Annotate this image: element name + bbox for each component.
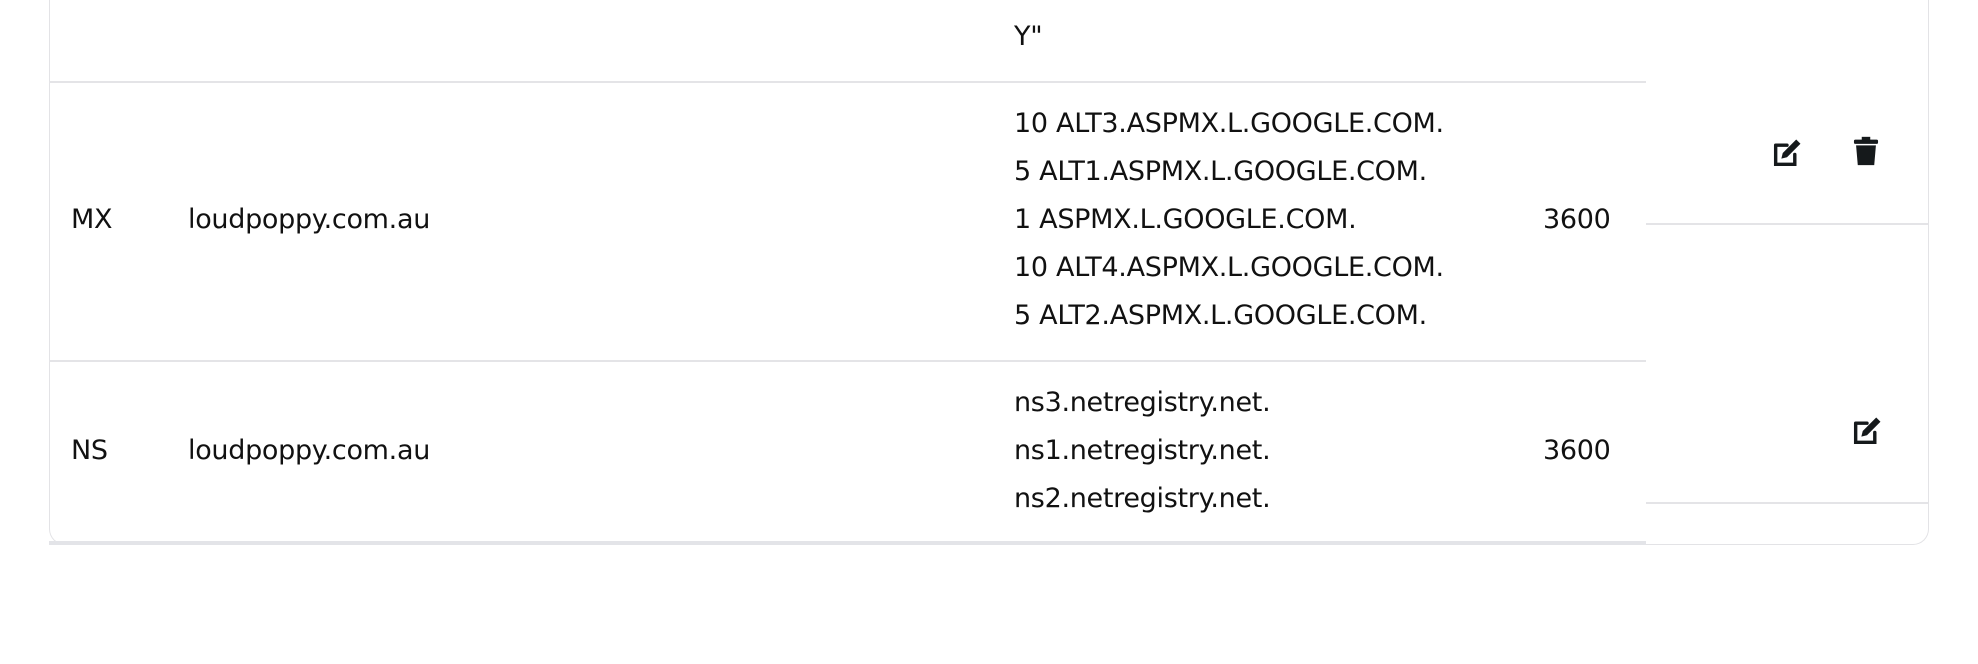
row-divider bbox=[49, 360, 1646, 362]
record-value-line: ns2.netregistry.net. bbox=[1014, 483, 1271, 514]
record-type: NS bbox=[71, 435, 108, 466]
record-value-line: 10 ALT3.ASPMX.L.GOOGLE.COM. bbox=[1014, 108, 1444, 139]
record-value-line: 1 ASPMX.L.GOOGLE.COM. bbox=[1014, 204, 1357, 235]
actions-divider bbox=[1646, 223, 1928, 225]
record-type: MX bbox=[71, 204, 113, 235]
record-name: loudpoppy.com.au bbox=[188, 204, 431, 235]
table-bottom-border bbox=[49, 541, 1646, 545]
record-value-line: 5 ALT2.ASPMX.L.GOOGLE.COM. bbox=[1014, 300, 1427, 331]
actions-divider bbox=[1646, 502, 1928, 504]
record-ttl: 3600 bbox=[1543, 435, 1611, 466]
edit-icon[interactable] bbox=[1770, 136, 1804, 170]
edit-icon[interactable] bbox=[1850, 414, 1884, 448]
record-name: loudpoppy.com.au bbox=[188, 435, 431, 466]
trash-icon[interactable] bbox=[1849, 134, 1883, 168]
row-divider bbox=[49, 81, 1646, 83]
record-value-line: ns3.netregistry.net. bbox=[1014, 387, 1271, 418]
record-ttl: 3600 bbox=[1543, 204, 1611, 235]
record-value-line: Y" bbox=[1014, 21, 1043, 52]
record-value-line: 10 ALT4.ASPMX.L.GOOGLE.COM. bbox=[1014, 252, 1444, 283]
record-value-line: ns1.netregistry.net. bbox=[1014, 435, 1271, 466]
record-value-line: 5 ALT1.ASPMX.L.GOOGLE.COM. bbox=[1014, 156, 1427, 187]
